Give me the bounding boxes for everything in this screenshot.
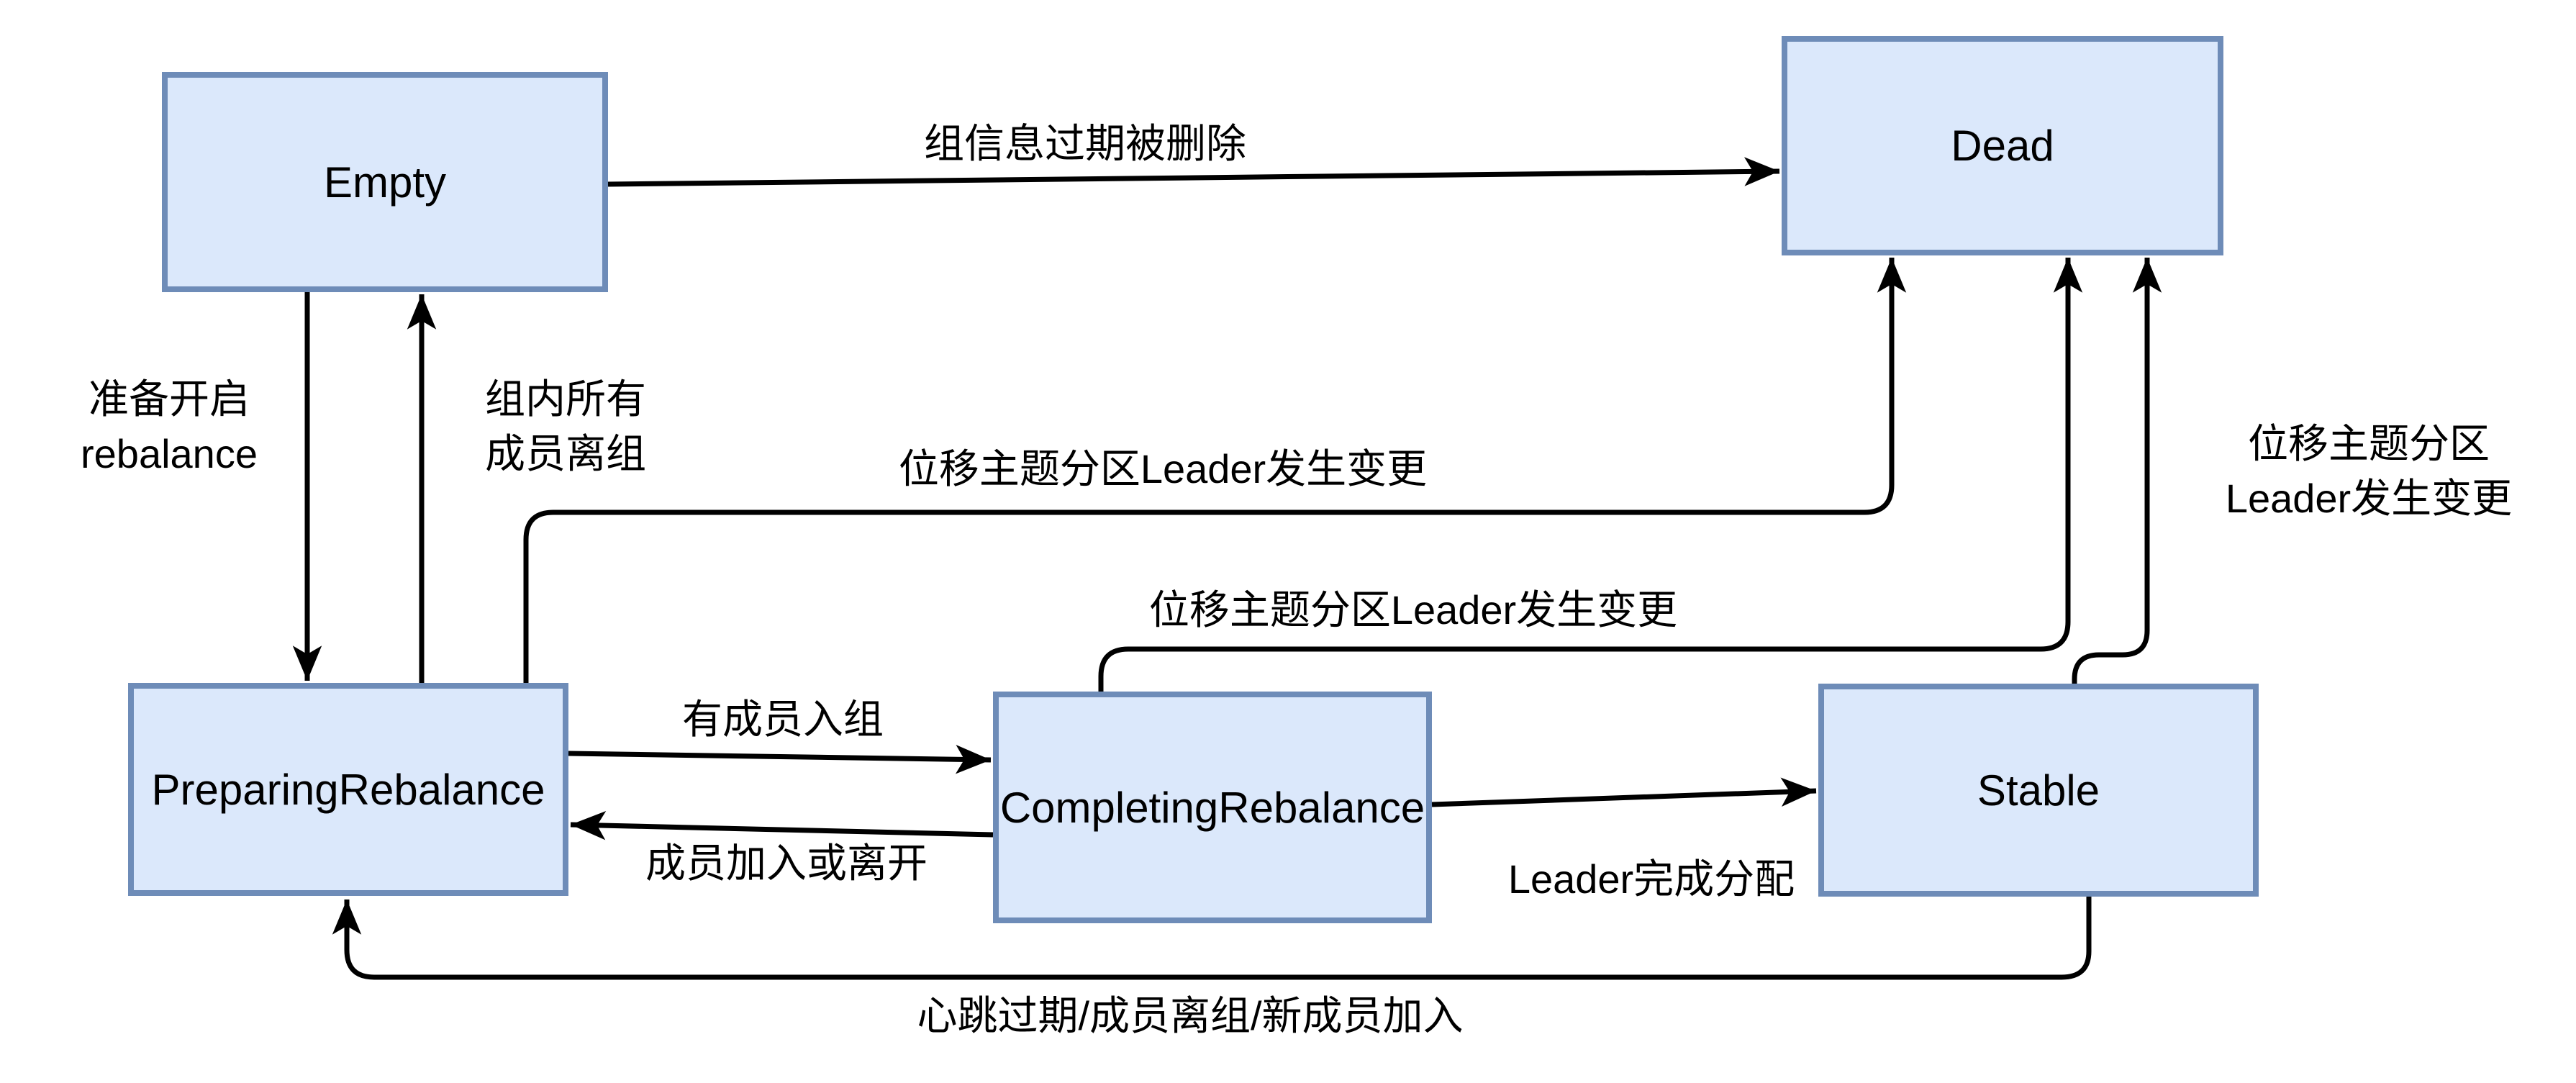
edge-label-line: 位移主题分区	[2248, 420, 2490, 466]
edge-label-empty-to-dead: 组信息过期被删除	[924, 117, 1246, 171]
edge-label-line: rebalance	[81, 431, 258, 476]
state-node-label: CompletingRebalance	[999, 783, 1425, 832]
transition-stable-to-dead	[2072, 258, 2162, 684]
edge-label-line: 位移主题分区Leader发生变更	[1148, 586, 1678, 633]
state-node-stable: Stable	[1818, 684, 2259, 897]
transition-completing-to-preparing	[570, 810, 994, 840]
edge-label-completing-to-dead: 位移主题分区Leader发生变更	[1149, 583, 1677, 638]
state-node-empty: Empty	[162, 72, 608, 292]
state-node-label: Stable	[1977, 766, 2100, 815]
state-node-label: Dead	[1951, 122, 2054, 170]
edge-label-preparing-to-empty: 组内所有 成员离组	[485, 372, 646, 481]
edge-label-line: 准备开启	[89, 376, 250, 422]
state-node-preparing-rebalance: PreparingRebalance	[128, 683, 568, 896]
edge-label-line: 有成员入组	[682, 696, 884, 742]
edge-label-stable-to-preparing: 心跳过期/成员离组/新成员加入	[917, 989, 1463, 1043]
edge-label-line: 组内所有	[485, 376, 646, 422]
edge-label-line: 成员加入或离开	[645, 840, 928, 886]
transition-empty-to-dead	[607, 157, 1780, 187]
edge-label-empty-to-preparing: 准备开启 rebalance	[81, 372, 258, 481]
edge-label-preparing-to-completing: 有成员入组	[682, 692, 884, 747]
edge-label-line: Leader完成分配	[1507, 856, 1795, 902]
edge-label-line: 位移主题分区Leader发生变更	[898, 445, 1428, 491]
edge-label-completing-to-stable: Leader完成分配	[1508, 852, 1795, 907]
transition-preparing-to-completing	[568, 745, 992, 774]
edge-label-line: 成员离组	[485, 431, 646, 476]
state-node-dead: Dead	[1782, 36, 2223, 255]
state-node-label: PreparingRebalance	[151, 765, 545, 814]
edge-label-line: 心跳过期/成员离组/新成员加入	[917, 992, 1464, 1038]
edge-label-preparing-to-dead: 位移主题分区Leader发生变更	[899, 442, 1427, 497]
edge-label-stable-to-dead: 位移主题分区 Leader发生变更	[2226, 417, 2512, 526]
edge-label-line: Leader发生变更	[2225, 476, 2513, 521]
state-node-label: Empty	[323, 158, 447, 207]
edge-label-line: 组信息过期被删除	[924, 120, 1246, 166]
state-node-completing-rebalance: CompletingRebalance	[993, 692, 1432, 923]
transition-completing-to-stable	[1431, 777, 1817, 807]
edge-label-completing-to-preparing: 成员加入或离开	[645, 836, 928, 891]
